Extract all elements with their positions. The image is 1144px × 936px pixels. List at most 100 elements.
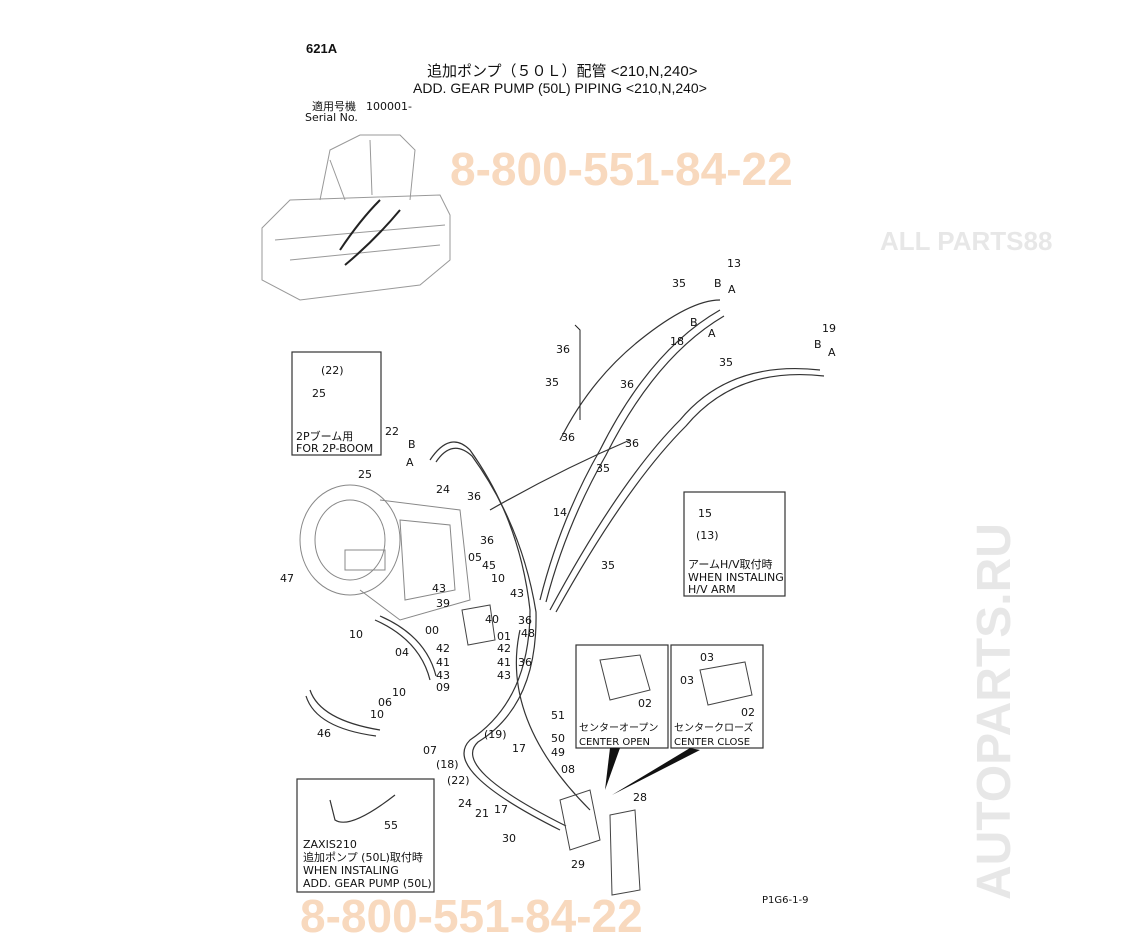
callout: 17 — [512, 742, 526, 755]
zaxis-en1: WHEN INSTALING — [303, 864, 399, 877]
callout: 28 — [633, 791, 647, 804]
callout: 43 — [432, 582, 446, 595]
callout: 41 — [497, 656, 511, 669]
callout: 25 — [312, 387, 326, 400]
title-en: ADD. GEAR PUMP (50L) PIPING <210,N,240> — [413, 80, 707, 96]
callout: (19) — [484, 728, 507, 741]
callout: 08 — [561, 763, 575, 776]
callout: 10 — [491, 572, 505, 585]
callout: 36 — [556, 343, 570, 356]
callout: 10 — [392, 686, 406, 699]
inset-2p-boom-jp: 2Pブーム用 — [296, 429, 353, 443]
inset-2p-boom — [291, 351, 382, 456]
callout: 41 — [436, 656, 450, 669]
callout: 36 — [561, 431, 575, 444]
callout: (13) — [696, 529, 719, 542]
callout-labels: 13 B A 35 B A 18 19 B A 35 36 35 36 36 3… — [280, 257, 836, 871]
callout: (22) — [447, 774, 470, 787]
callout: 39 — [436, 597, 450, 610]
callout: 18 — [670, 335, 684, 348]
inset-arm-jp: アームH/V取付時 — [688, 558, 773, 571]
drawing-code: P1G6-1-9 — [762, 895, 808, 906]
callout: B — [690, 316, 698, 329]
callout: 04 — [395, 646, 409, 659]
callout: B — [814, 338, 822, 351]
zaxis-model: ZAXIS210 — [303, 838, 357, 851]
callout: 36 — [467, 490, 481, 503]
callout: 03 — [680, 674, 694, 687]
pump-assembly-sketch — [299, 484, 471, 621]
callout: 03 — [700, 651, 714, 664]
callout: 36 — [518, 656, 532, 669]
callout: 55 — [384, 819, 398, 832]
serial-value: 100001- — [366, 100, 412, 113]
callout: 47 — [280, 572, 294, 585]
callout: 02 — [741, 706, 755, 719]
callout: 49 — [551, 746, 565, 759]
callout: 10 — [349, 628, 363, 641]
callout: 14 — [553, 506, 567, 519]
callout: 19 — [822, 322, 836, 335]
callout: 43 — [510, 587, 524, 600]
center-close-en: CENTER CLOSE — [674, 737, 750, 748]
callout: B — [714, 277, 722, 290]
callout: 40 — [485, 613, 499, 626]
callout: (18) — [436, 758, 459, 771]
zaxis-jp: 追加ポンプ (50L)取付時 — [303, 850, 423, 864]
callout: 45 — [482, 559, 496, 572]
inset-center-open — [575, 644, 669, 749]
inset-center-close — [670, 644, 764, 749]
callout: 06 — [378, 696, 392, 709]
callout: 42 — [497, 642, 511, 655]
callout: 22 — [385, 425, 399, 438]
callout: A — [728, 283, 736, 296]
callout: 10 — [370, 708, 384, 721]
page-code: 621A — [306, 41, 338, 56]
hose-lines — [305, 299, 825, 831]
callout: 21 — [475, 807, 489, 820]
callout: 24 — [436, 483, 450, 496]
callout: 48 — [521, 627, 535, 640]
callout: 30 — [502, 832, 516, 845]
pointer-center-open — [605, 748, 620, 790]
callout: 07 — [423, 744, 437, 757]
title-jp: 追加ポンプ（５０Ｌ）配管 <210,N,240> — [427, 63, 698, 80]
callout: 36 — [518, 614, 532, 627]
callout: A — [828, 346, 836, 359]
watermark-logo: ALL PARTS88 — [880, 226, 1052, 256]
serial-label-jp: 適用号機 — [312, 99, 356, 113]
callout: 43 — [436, 669, 450, 682]
callout: 00 — [425, 624, 439, 637]
watermark-phone: 8-800-551-84-22 — [450, 143, 793, 195]
callout: 35 — [601, 559, 615, 572]
watermark-phone: 8-800-551-84-22 — [300, 890, 643, 936]
callout: 24 — [458, 797, 472, 810]
pointer-center-close — [612, 748, 700, 795]
valve-and-bracket-sketch — [461, 604, 753, 896]
callout: 42 — [436, 642, 450, 655]
callout: 35 — [545, 376, 559, 389]
callout: 36 — [620, 378, 634, 391]
callout: 50 — [551, 732, 565, 745]
callout: 43 — [497, 669, 511, 682]
callout: 17 — [494, 803, 508, 816]
inset-zaxis-hose — [329, 794, 396, 823]
callout: 36 — [625, 437, 639, 450]
callout: 35 — [719, 356, 733, 369]
zaxis-en2: ADD. GEAR PUMP (50L) — [303, 877, 432, 890]
callout: 25 — [358, 468, 372, 481]
watermark-site: AUTOPARTS.RU — [968, 523, 1021, 900]
callout: 51 — [551, 709, 565, 722]
callout: 02 — [638, 697, 652, 710]
center-open-en: CENTER OPEN — [579, 737, 650, 748]
callout: 46 — [317, 727, 331, 740]
callout: 36 — [480, 534, 494, 547]
callout: 09 — [436, 681, 450, 694]
inset-arm-en2: H/V ARM — [688, 583, 736, 596]
inset-arm-en1: WHEN INSTALING — [688, 571, 784, 584]
inset-arm — [683, 491, 786, 597]
callout: (22) — [321, 364, 344, 377]
center-open-jp: センターオープン — [579, 722, 658, 734]
callout: 29 — [571, 858, 585, 871]
serial-label-en: Serial No. — [305, 111, 358, 124]
